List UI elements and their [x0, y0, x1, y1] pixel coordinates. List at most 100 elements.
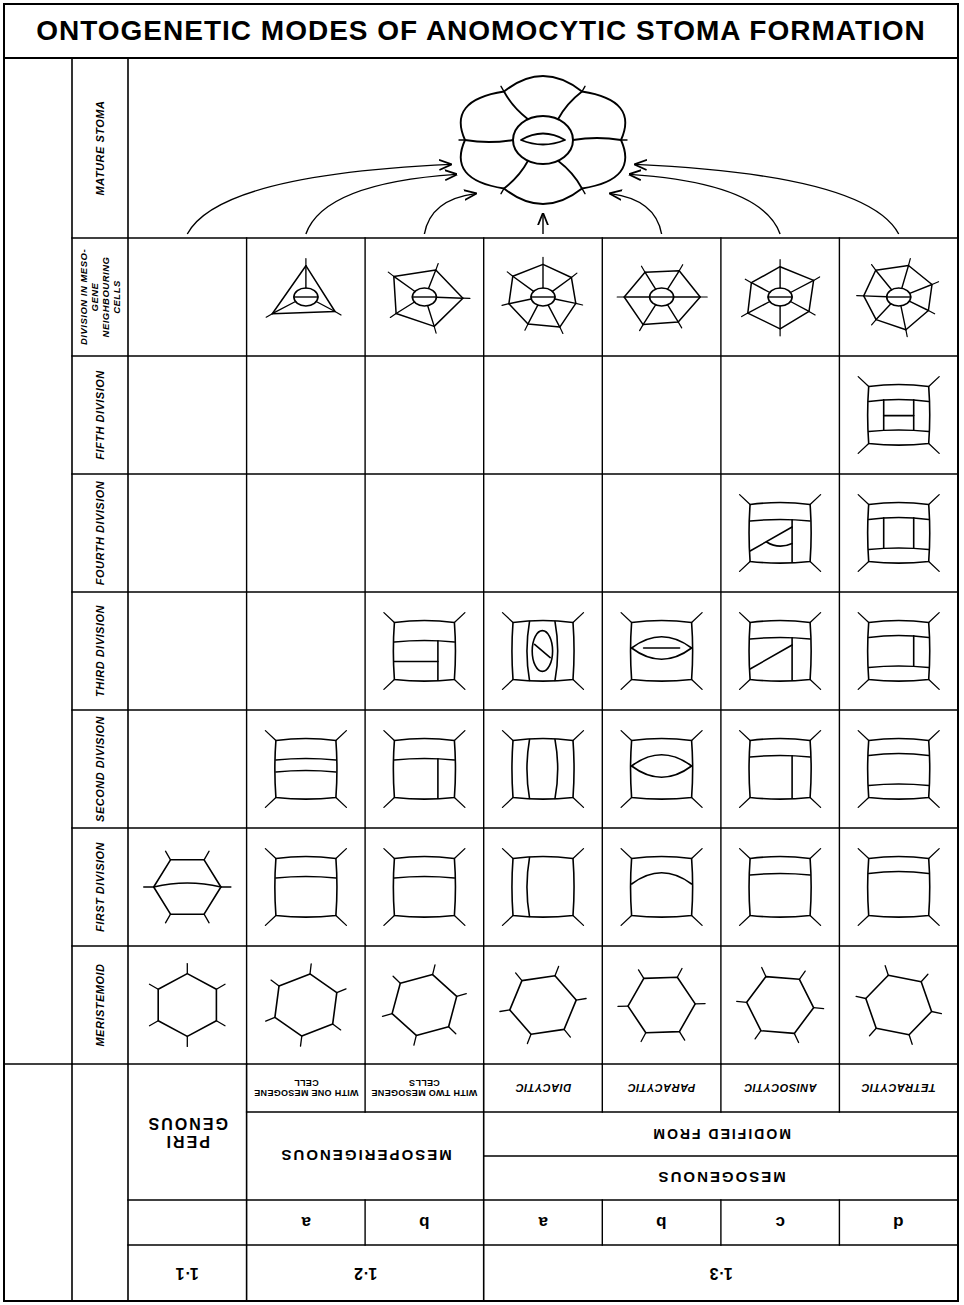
division-wall: [535, 644, 551, 657]
category-label-cell: MODIFIED FROM: [484, 1112, 958, 1156]
guard-cell: [532, 631, 552, 672]
neighbour-wall: [885, 966, 888, 976]
neighbour-wall: [902, 266, 909, 289]
section-number-cell: 1·1: [128, 1245, 247, 1301]
neighbour-wall: [779, 329, 780, 336]
cell-outline: [868, 385, 930, 446]
neighbour-wall: [144, 886, 154, 887]
division-wall: [791, 756, 793, 798]
division-wall: [632, 766, 692, 777]
neighbour-wall: [573, 680, 584, 690]
division-wall: [750, 527, 792, 551]
grid-line: [128, 1244, 958, 1245]
neighbour-wall: [336, 798, 347, 808]
neighbour-wall: [748, 302, 770, 314]
stomatal-pore: [294, 296, 318, 297]
grid-line: [72, 945, 958, 946]
stomatal-pore: [650, 296, 674, 297]
variant-letter: c: [775, 1213, 784, 1233]
neighbour-wall: [668, 305, 679, 322]
neighbour-wall: [692, 916, 703, 926]
variant-letter-cell: b: [602, 1200, 721, 1245]
neighbour-wall: [436, 264, 438, 271]
grid-line: [72, 355, 958, 356]
cell-outline: [392, 975, 457, 1036]
neighbour-wall: [618, 1005, 628, 1007]
neighbour-wall: [454, 849, 465, 859]
division-wall: [394, 641, 454, 643]
neighbour-wall: [336, 849, 347, 859]
development-arrow: [424, 194, 475, 234]
category-label: MESOGENOUS: [656, 1170, 785, 1187]
neighbour-wall: [814, 277, 820, 281]
stage-label: MERISTEMOID: [94, 963, 106, 1046]
neighbour-wall: [901, 306, 906, 330]
neighbour-wall: [454, 731, 465, 741]
neighbour-wall: [641, 1033, 646, 1042]
cell-outline: [275, 974, 337, 1036]
neighbour-wall: [928, 311, 934, 314]
subcategory-label-cell: WITH ONE MESOGENE CELL: [247, 1064, 366, 1112]
division-wall: [869, 784, 929, 786]
stomatal-type-label-cell: TETRACYTIC: [839, 1064, 958, 1112]
development-arrow: [306, 174, 456, 234]
neighbour-wall: [336, 731, 347, 741]
neighbour-wall: [624, 296, 649, 297]
neighbour-wall: [576, 303, 583, 305]
guard-cell: [412, 288, 436, 306]
neighbour-wall: [503, 916, 514, 926]
cell-outline: [509, 264, 576, 327]
division-wall: [884, 415, 914, 417]
neighbour-wall: [810, 613, 821, 623]
grid-line: [127, 58, 129, 1301]
neighbour-wall: [187, 1036, 188, 1046]
cell-outline: [510, 976, 576, 1035]
section-number: 1·1: [176, 1264, 199, 1282]
neighbour-wall: [700, 296, 707, 297]
division-wall: [527, 622, 530, 681]
cell-outline: [158, 974, 216, 1037]
neighbour-wall: [810, 731, 821, 741]
neighbour-wall: [388, 272, 394, 276]
neighbour-wall: [390, 314, 396, 318]
neighbour-wall: [555, 966, 559, 975]
stage-label: FOURTH DIVISION: [94, 481, 106, 585]
cell-outline: [154, 860, 221, 914]
cell-outline: [624, 271, 700, 325]
neighbour-wall: [872, 320, 877, 325]
neighbour-wall: [751, 283, 769, 293]
grid-line: [483, 1064, 485, 1301]
neighbour-wall: [434, 326, 436, 333]
neighbour-wall: [742, 313, 748, 317]
grid-line: [484, 1155, 958, 1156]
division-wall: [869, 872, 929, 874]
neighbour-wall: [929, 731, 940, 741]
division-wall: [750, 520, 810, 522]
grid-line: [602, 238, 603, 1064]
cell-outline: [512, 739, 574, 800]
stage-label: MATURE STOMA: [94, 101, 106, 196]
section-number: 1·2: [354, 1264, 377, 1282]
guard-cell: [294, 288, 318, 306]
division-wall: [791, 638, 793, 680]
cell-outline: [868, 857, 930, 918]
neighbour-wall: [393, 976, 400, 983]
neighbour-wall: [740, 798, 751, 808]
neighbour-wall: [740, 495, 751, 505]
category-label: MODIFIED FROM: [651, 1126, 791, 1142]
cell-outline: [864, 266, 932, 330]
division-wall: [869, 518, 929, 520]
development-arrow: [187, 164, 450, 234]
neighbour-wall: [740, 613, 751, 623]
neighbour-wall: [621, 731, 632, 741]
guard-cell-pair: [513, 116, 573, 164]
neighbour-wall: [858, 495, 869, 505]
neighbour-wall: [503, 613, 514, 623]
cell-outline: [868, 621, 930, 682]
cell-outline: [631, 621, 693, 682]
category-label-cell: PERI GENOUS: [128, 1064, 247, 1200]
cell-outline: [749, 503, 811, 564]
division-wall: [154, 883, 221, 887]
division-wall: [869, 754, 929, 756]
